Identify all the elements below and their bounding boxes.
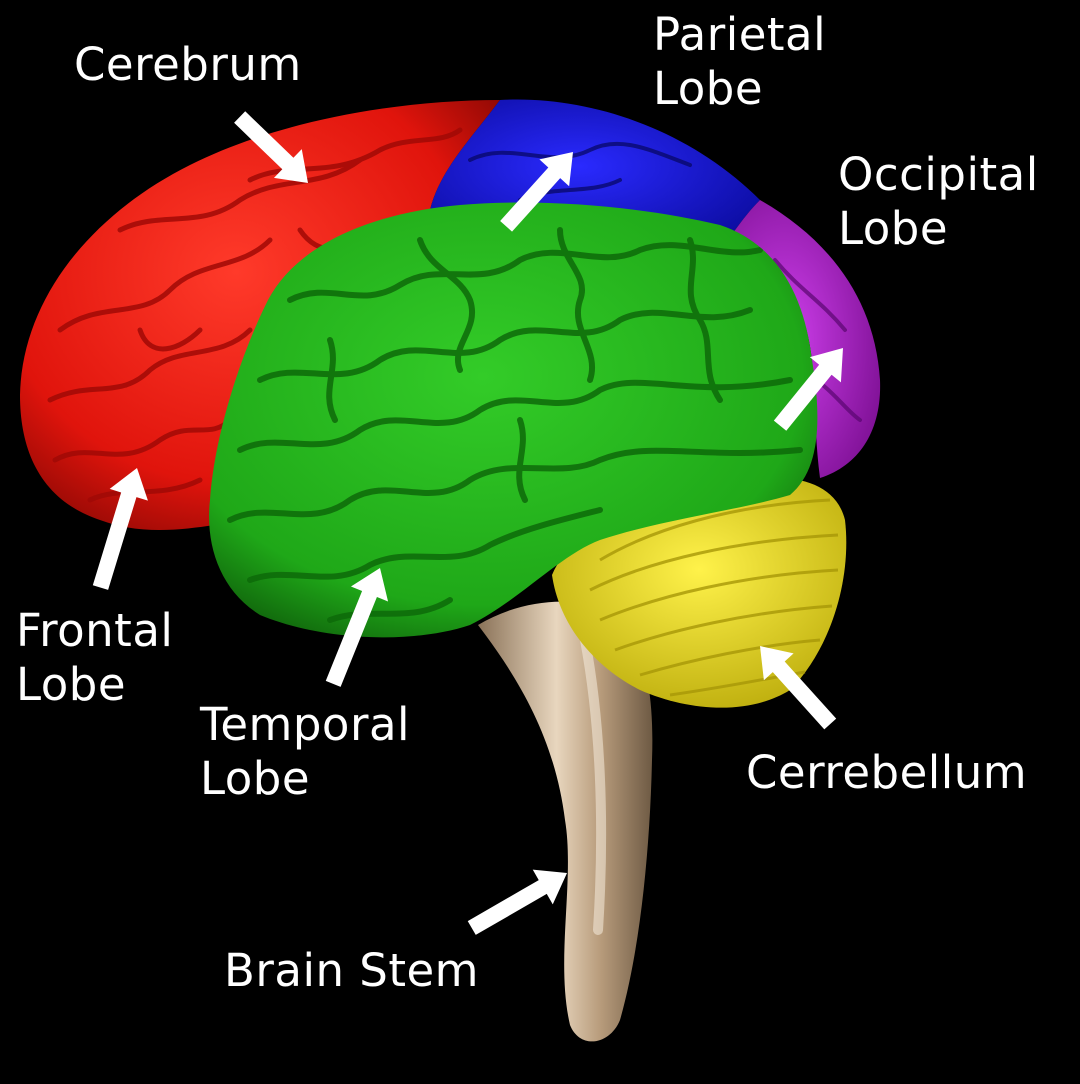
label-temporal-lobe: Temporal Lobe bbox=[200, 698, 411, 805]
brain-stem-region bbox=[478, 601, 653, 1042]
frontal-lobe-region bbox=[20, 100, 500, 530]
arrow-temporal bbox=[325, 568, 389, 687]
label-brain-stem: Brain Stem bbox=[224, 944, 480, 997]
arrow-parietal bbox=[500, 152, 573, 232]
arrow-cerebrum bbox=[234, 111, 308, 183]
label-cerebrum: Cerebrum bbox=[74, 38, 302, 91]
parietal-lobe-region bbox=[430, 99, 760, 248]
label-cerebellum: Cerrebellum bbox=[746, 746, 1028, 799]
label-occipital-lobe: Occipital Lobe bbox=[838, 148, 1039, 255]
label-frontal-lobe: Frontal Lobe bbox=[16, 604, 174, 711]
occipital-lobe-region bbox=[720, 200, 881, 478]
label-parietal-lobe: Parietal Lobe bbox=[653, 8, 827, 115]
arrow-frontal bbox=[92, 468, 148, 590]
arrow-cerebellum bbox=[760, 646, 837, 730]
arrow-brain-stem bbox=[467, 869, 567, 935]
arrow-occipital bbox=[773, 348, 843, 431]
